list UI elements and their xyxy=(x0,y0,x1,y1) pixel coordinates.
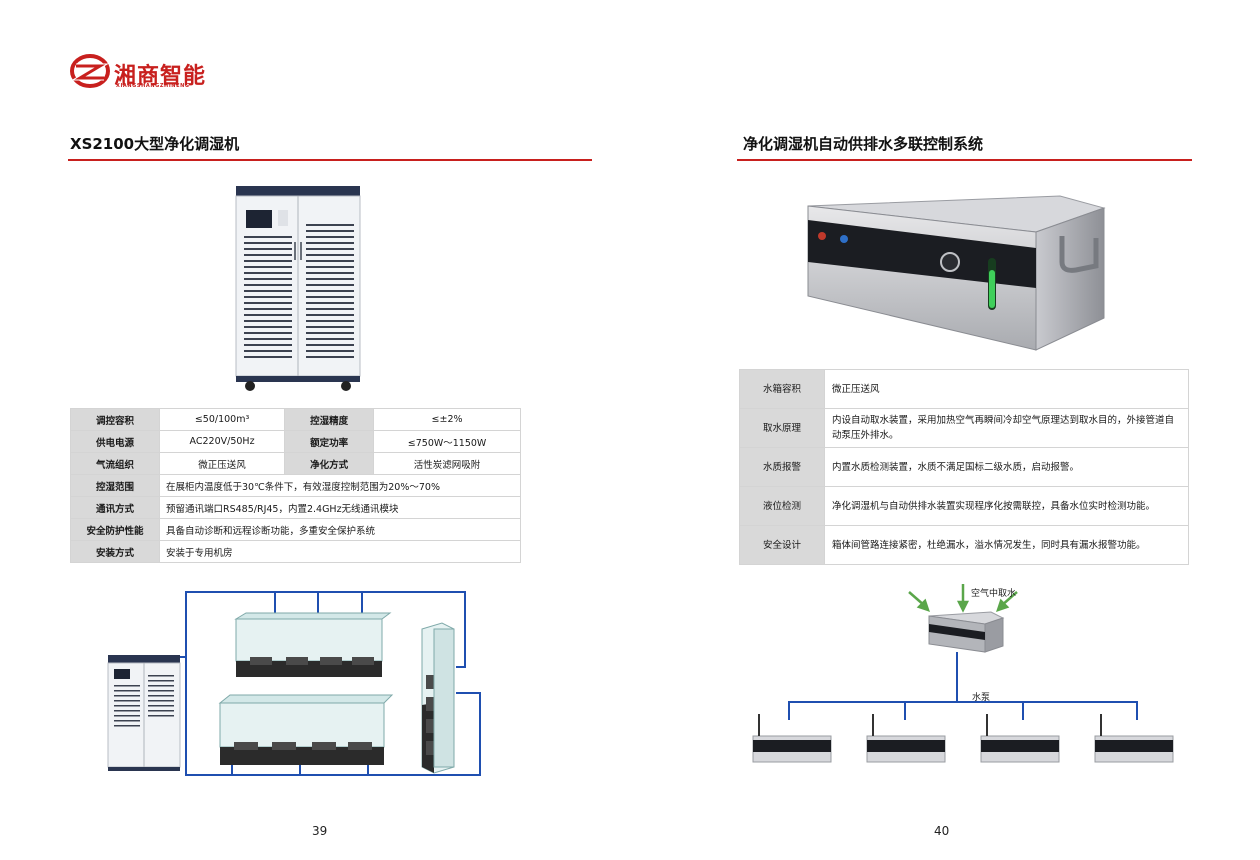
display-case-tall xyxy=(421,622,455,774)
water-unit-product-image xyxy=(807,195,1106,351)
spec-value: ≤±2% xyxy=(373,408,521,431)
feature-key: 安全设计 xyxy=(739,525,825,565)
spec-key: 净化方式 xyxy=(284,452,375,475)
table-row: 水质报警 内置水质检测装置，水质不满足国标二级水质，启动报警。 xyxy=(739,447,1189,487)
table-row: 气流组织 微正压送风 净化方式 活性炭滤网吸附 xyxy=(70,452,521,475)
spec-key: 安全防护性能 xyxy=(70,518,160,541)
slave-unit xyxy=(752,714,832,763)
table-row: 安全设计 箱体间管路连接紧密，杜绝漏水，溢水情况发生，同时具有漏水报警功能。 xyxy=(739,525,1189,565)
page-number-left: 39 xyxy=(312,824,328,838)
spec-value: AC220V/50Hz xyxy=(158,430,286,453)
right-title-rule xyxy=(737,159,1192,161)
feature-value: 内置水质检测装置，水质不满足国标二级水质，启动报警。 xyxy=(824,447,1189,487)
page-number-right: 40 xyxy=(934,824,950,838)
brand-name-en: XIANGSHANGZHINENG xyxy=(116,83,190,89)
spec-value: 活性炭滤网吸附 xyxy=(373,452,521,475)
spec-key: 气流组织 xyxy=(70,452,160,475)
pipe-network xyxy=(788,652,1138,720)
feature-key: 水箱容积 xyxy=(739,369,825,409)
slave-unit xyxy=(980,714,1060,763)
feature-value: 内设自动取水装置，采用加热空气再瞬间冷却空气原理达到取水目的，外接管道自动泵压外… xyxy=(824,408,1189,448)
slave-unit xyxy=(866,714,946,763)
installation-diagram xyxy=(107,591,481,776)
spec-value: 具备自动诊断和远程诊断功能，多重安全保护系统 xyxy=(159,518,521,541)
display-case-upper xyxy=(234,612,392,677)
feature-key: 水质报警 xyxy=(739,447,825,487)
right-page-title: 净化调湿机自动供排水多联控制系统 xyxy=(743,135,984,153)
air-intake-label: 空气中取水 xyxy=(971,589,1017,599)
master-unit xyxy=(928,611,1005,653)
feature-key: 液位检测 xyxy=(739,486,825,526)
spec-value: ≤50/100m³ xyxy=(158,408,286,431)
spec-value: ≤750W～1150W xyxy=(373,430,521,453)
system-diagram xyxy=(752,584,1174,763)
slave-unit xyxy=(1094,714,1174,763)
spec-key: 额定功率 xyxy=(284,430,375,453)
feature-key: 取水原理 xyxy=(739,408,825,448)
table-row: 控湿范围 在展柜内温度低于30℃条件下，有效湿度控制范围为20%～70% xyxy=(70,474,521,497)
spec-value: 预留通讯端口RS485/RJ45，内置2.4GHz无线通讯模块 xyxy=(159,496,521,519)
spec-value: 在展柜内温度低于30℃条件下，有效湿度控制范围为20%～70% xyxy=(159,474,521,497)
feature-value: 箱体间管路连接紧密，杜绝漏水，溢水情况发生，同时具有漏水报警功能。 xyxy=(824,525,1189,565)
feature-value: 微正压送风 xyxy=(824,369,1189,409)
spec-key: 调控容积 xyxy=(70,408,160,431)
feature-table: 水箱容积 微正压送风 取水原理 内设自动取水装置，采用加热空气再瞬间冷却空气原理… xyxy=(739,369,1189,565)
spec-key: 控湿精度 xyxy=(284,408,375,431)
feature-value: 净化调湿机与自动供排水装置实现程序化按需联控，具备水位实时检测功能。 xyxy=(824,486,1189,526)
cabinet-product-image xyxy=(235,186,361,391)
spec-key: 供电电源 xyxy=(70,430,160,453)
table-row: 安全防护性能 具备自动诊断和远程诊断功能，多重安全保护系统 xyxy=(70,518,521,541)
table-row: 取水原理 内设自动取水装置，采用加热空气再瞬间冷却空气原理达到取水目的，外接管道… xyxy=(739,408,1189,448)
spec-key: 安装方式 xyxy=(70,540,160,563)
table-row: 安装方式 安装于专用机房 xyxy=(70,540,521,563)
brand-logo-icon xyxy=(70,54,110,88)
spec-key: 通讯方式 xyxy=(70,496,160,519)
left-page-title: XS2100大型净化调湿机 xyxy=(70,135,240,153)
table-row: 液位检测 净化调湿机与自动供排水装置实现程序化按需联控，具备水位实时检测功能。 xyxy=(739,486,1189,526)
spec-table: 调控容积 ≤50/100m³ 控湿精度 ≤±2% 供电电源 AC220V/50H… xyxy=(70,408,521,563)
spec-value: 安装于专用机房 xyxy=(159,540,521,563)
spec-key: 控湿范围 xyxy=(70,474,160,497)
table-row: 通讯方式 预留通讯端口RS485/RJ45，内置2.4GHz无线通讯模块 xyxy=(70,496,521,519)
display-case-lower xyxy=(218,694,394,765)
air-intake-arrows xyxy=(908,584,1018,613)
spec-value: 微正压送风 xyxy=(158,452,286,475)
table-row: 水箱容积 微正压送风 xyxy=(739,369,1189,409)
pump-label: 水泵 xyxy=(972,693,991,703)
table-row: 供电电源 AC220V/50Hz 额定功率 ≤750W～1150W xyxy=(70,430,521,453)
table-row: 调控容积 ≤50/100m³ 控湿精度 ≤±2% xyxy=(70,408,521,431)
left-title-rule xyxy=(68,159,592,161)
brand-name: 湘商智能 xyxy=(114,64,207,89)
